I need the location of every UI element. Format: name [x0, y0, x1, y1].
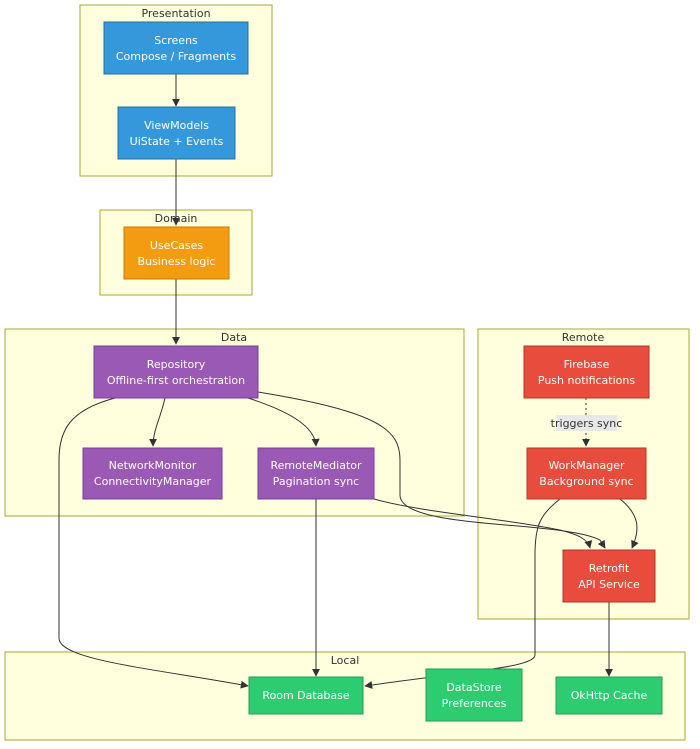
- node-datastore-subtitle: Preferences: [442, 697, 507, 710]
- node-remote-mediator-title: RemoteMediator: [270, 459, 362, 472]
- node-viewmodels-box: [117, 106, 236, 160]
- node-repository-title: Repository: [147, 358, 206, 371]
- node-workmanager-box: [526, 447, 647, 500]
- node-repository-subtitle: Offline-first orchestration: [107, 374, 245, 387]
- triggers-sync-label-bg: [556, 415, 617, 431]
- node-viewmodels-title: ViewModels: [144, 119, 209, 132]
- node-usecases-box: [123, 226, 230, 280]
- node-firebase-box: [523, 345, 650, 399]
- group-data-label: Data: [221, 331, 247, 344]
- node-firebase-title: Firebase: [564, 358, 610, 371]
- node-network-monitor-box: [82, 447, 223, 500]
- node-datastore-box: [425, 668, 523, 722]
- node-workmanager-subtitle: Background sync: [539, 475, 633, 488]
- node-viewmodels-subtitle: UiState + Events: [130, 135, 224, 148]
- node-room[interactable]: Room Database: [248, 676, 364, 715]
- node-firebase[interactable]: Firebase Push notifications: [523, 345, 650, 399]
- node-screens-box: [103, 21, 249, 75]
- edge-repository-room: [58, 397, 249, 689]
- node-datastore-title: DataStore: [446, 681, 502, 694]
- node-remote-mediator-subtitle: Pagination sync: [273, 475, 359, 488]
- node-okhttp-box: [555, 676, 663, 715]
- edge-repository-retrofit: [257, 391, 606, 549]
- node-retrofit-title: Retrofit: [589, 562, 630, 575]
- node-firebase-subtitle: Push notifications: [538, 374, 635, 387]
- node-repository-box: [93, 345, 259, 399]
- node-usecases-subtitle: Business logic: [138, 255, 216, 268]
- node-workmanager[interactable]: WorkManager Background sync: [526, 447, 647, 500]
- node-usecases-title: UseCases: [150, 239, 203, 252]
- triggers-sync-label: triggers sync: [551, 417, 623, 430]
- node-workmanager-title: WorkManager: [548, 459, 625, 472]
- node-retrofit[interactable]: Retrofit API Service: [562, 549, 656, 603]
- node-remote-mediator[interactable]: RemoteMediator Pagination sync: [257, 447, 375, 500]
- edge-workmanager-retrofit: [619, 498, 639, 549]
- edge-repository-remotemediator: [247, 397, 320, 447]
- group-local-label: Local: [331, 654, 360, 667]
- node-okhttp-title: OkHttp Cache: [571, 689, 648, 702]
- node-room-box: [248, 676, 364, 715]
- group-remote-label: Remote: [562, 331, 605, 344]
- node-screens-subtitle: Compose / Fragments: [116, 50, 237, 63]
- node-usecases[interactable]: UseCases Business logic: [123, 226, 230, 280]
- node-retrofit-box: [562, 549, 656, 603]
- group-presentation-label: Presentation: [141, 7, 210, 20]
- edge-repository-networkmonitor: [149, 397, 166, 447]
- node-retrofit-subtitle: API Service: [578, 578, 640, 591]
- node-okhttp[interactable]: OkHttp Cache: [555, 676, 663, 715]
- node-viewmodels[interactable]: ViewModels UiState + Events: [117, 106, 236, 160]
- node-screens[interactable]: Screens Compose / Fragments: [103, 21, 249, 75]
- node-repository[interactable]: Repository Offline-first orchestration: [93, 345, 259, 399]
- node-room-title: Room Database: [262, 689, 350, 702]
- node-remote-mediator-box: [257, 447, 375, 500]
- node-network-monitor[interactable]: NetworkMonitor ConnectivityManager: [82, 447, 223, 500]
- node-network-monitor-subtitle: ConnectivityManager: [94, 475, 212, 488]
- node-datastore[interactable]: DataStore Preferences: [425, 668, 523, 722]
- edge-remotemediator-retrofit: [373, 498, 593, 549]
- node-screens-title: Screens: [154, 34, 198, 47]
- node-network-monitor-title: NetworkMonitor: [109, 459, 197, 472]
